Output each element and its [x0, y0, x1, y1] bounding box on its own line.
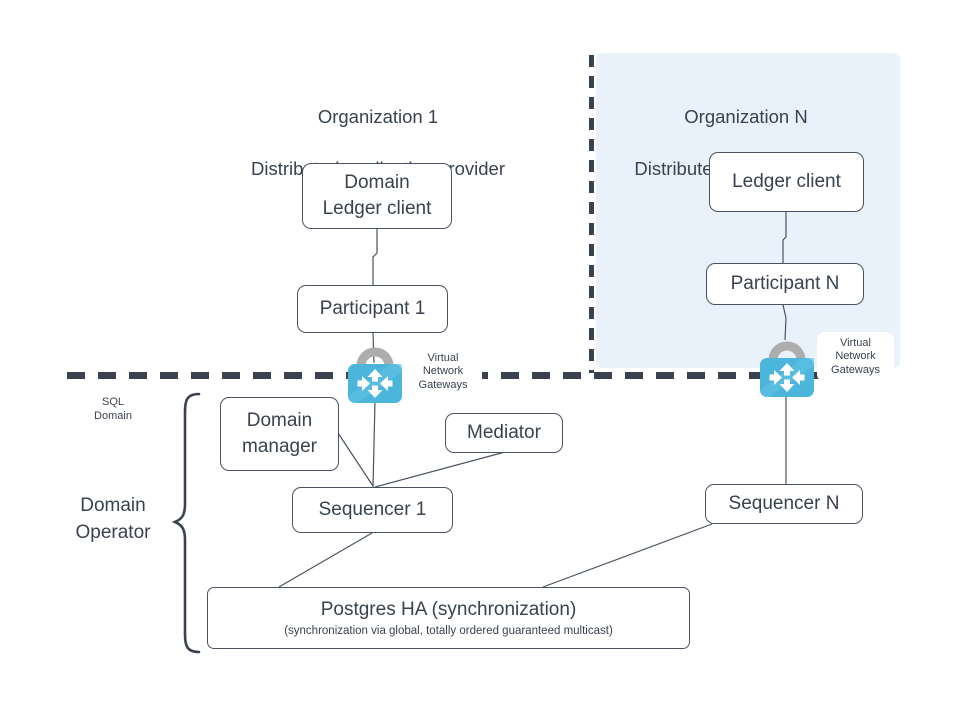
connector-lines [278, 212, 787, 588]
domain-operator-brace [171, 392, 201, 654]
vng-label-left: Virtual Network Gateways [404, 346, 482, 398]
gateway-arrows [357, 369, 393, 398]
domain-ledger-client-label-line1: Domain [344, 172, 410, 193]
sql-domain-label-line2: Domain [94, 409, 132, 422]
sql-domain-label: SQL Domain [78, 396, 148, 423]
postgres-ha-subtitle: (synchronization via global, totally ord… [284, 625, 613, 637]
lock-body-highlight [760, 358, 814, 397]
sequencer-n-label: Sequencer N [728, 493, 840, 514]
participant-1-node: Participant 1 [297, 285, 448, 333]
gateway-arrows [769, 363, 805, 392]
vng-left-line2: Network [422, 365, 464, 378]
gateway-lock-icon-right [760, 341, 814, 397]
ledger-client-label: Ledger client [732, 171, 841, 192]
domain-manager-node: Domain manager [220, 397, 339, 471]
participant-n-label: Participant N [730, 273, 840, 294]
vng-left-line3: Gateways [418, 378, 468, 391]
organization-1-title-line1: Organization 1 [317, 106, 439, 127]
participant-1-label: Participant 1 [319, 298, 426, 319]
domain-ledger-client-label-line2: Ledger client [322, 198, 432, 219]
lock-shackle [356, 347, 394, 370]
vng-label-right: Virtual Network Gateways [817, 332, 894, 382]
postgres-ha-node: Postgres HA (synchronization) (synchroni… [207, 587, 690, 649]
domain-operator-label-line2: Operator [75, 522, 151, 543]
postgres-ha-title: Postgres HA (synchronization) [320, 599, 577, 620]
sequencer-1-label: Sequencer 1 [318, 499, 427, 520]
gateway-lock-icon-left [348, 347, 402, 403]
sql-domain-label-line1: SQL [101, 396, 124, 408]
domain-operator-label: Domain Operator [38, 492, 188, 546]
vng-right-line3: Gateways [831, 363, 880, 376]
vng-left-line1: Virtual [427, 351, 459, 364]
domain-ledger-client-node: Domain Ledger client [302, 163, 452, 229]
lock-shackle [768, 341, 806, 364]
mediator-node: Mediator [445, 413, 563, 453]
ledger-client-node: Ledger client [709, 152, 864, 212]
vng-right-line1: Virtual [840, 336, 871, 349]
domain-manager-label-line1: Domain [246, 410, 313, 431]
lock-body-highlight [348, 364, 402, 403]
vng-right-line2: Network [835, 350, 876, 363]
participant-n-node: Participant N [706, 263, 864, 305]
organization-n-title-line1: Organization N [684, 106, 808, 127]
domain-manager-label-line2: manager [242, 436, 317, 457]
sequencer-n-node: Sequencer N [705, 484, 863, 524]
mediator-label: Mediator [467, 422, 541, 443]
domain-operator-label-line1: Domain [80, 495, 146, 516]
sequencer-1-node: Sequencer 1 [292, 487, 453, 533]
